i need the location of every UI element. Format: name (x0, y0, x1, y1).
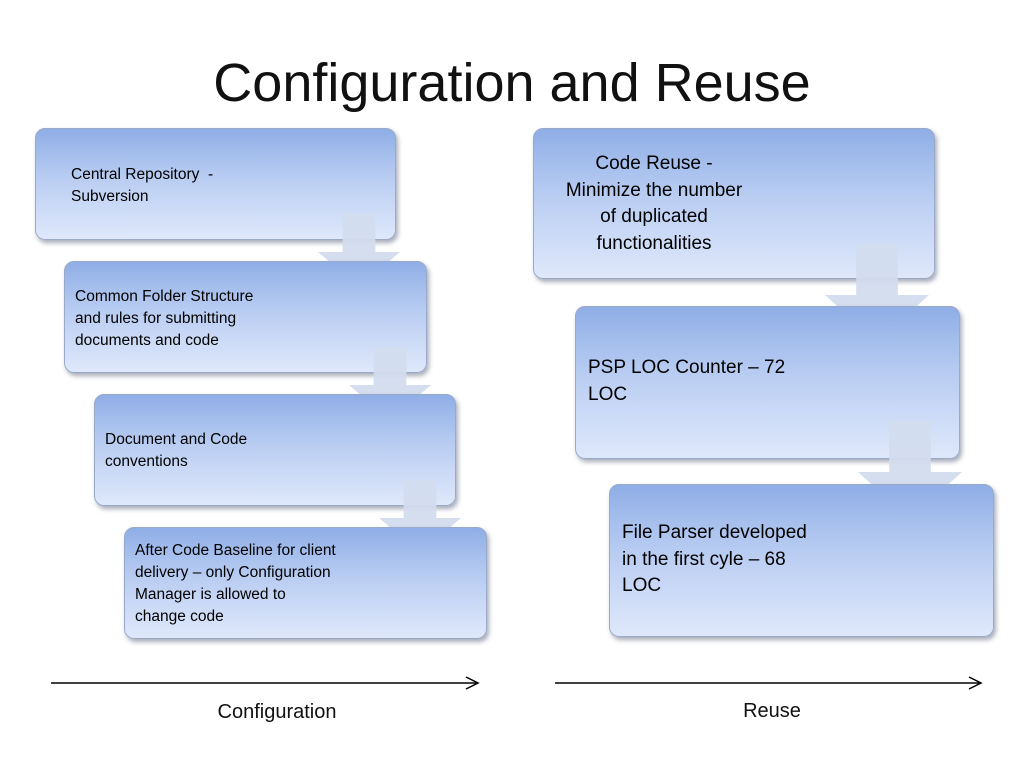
config-step-2: Common Folder Structure and rules for su… (64, 261, 427, 373)
reuse-step-1-text: Code Reuse - Minimize the number of dupl… (565, 153, 743, 254)
reuse-axis-label: Reuse (743, 700, 801, 722)
reuse-axis-arrow (555, 676, 983, 690)
config-step-3: Document and Code conventions (94, 394, 456, 506)
config-step-4-text: After Code Baseline for client delivery … (135, 542, 336, 625)
config-step-4: After Code Baseline for client delivery … (124, 527, 487, 639)
configuration-axis-label: Configuration (217, 701, 337, 723)
config-step-3-text: Document and Code conventions (105, 431, 248, 470)
reuse-step-3-text: File Parser developed in the first cyle … (622, 522, 807, 596)
config-step-2-text: Common Folder Structure and rules for su… (75, 288, 254, 349)
config-step-1-text: Central Repository - Subversion (71, 166, 214, 205)
configuration-axis-arrow (51, 676, 480, 690)
reuse-step-2-text: PSP LOC Counter – 72 LOC (588, 357, 786, 405)
slide-title: Configuration and Reuse (213, 53, 811, 113)
config-step-1: Central Repository - Subversion (35, 128, 396, 240)
reuse-step-3: File Parser developed in the first cyle … (609, 484, 994, 637)
